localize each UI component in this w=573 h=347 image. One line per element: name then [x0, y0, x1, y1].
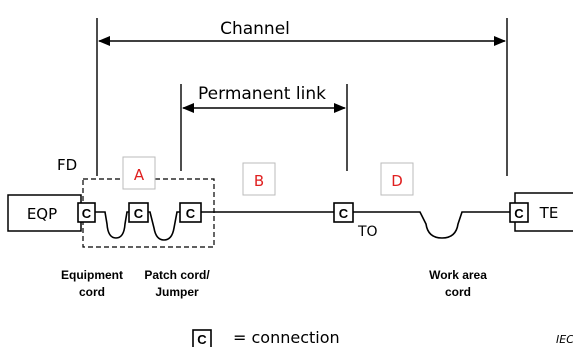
connector-eqp — [77, 202, 96, 223]
connector-te — [509, 202, 529, 223]
connector-to-label: C — [339, 206, 349, 221]
region-d-label: D — [391, 172, 403, 190]
work-area-cord-label-line1: Work area — [429, 268, 487, 282]
legend-text: = connection — [233, 328, 340, 347]
patch-cord-label-line2: Jumper — [155, 285, 199, 299]
eqp-box — [7, 194, 82, 232]
equipment-cord-label-line2: cord — [79, 285, 105, 299]
region-b-label: B — [254, 172, 264, 190]
patch-cord-label-line1: Patch cord/ — [144, 268, 210, 282]
region-a-box — [122, 156, 156, 190]
connector-patch-2-label: C — [186, 206, 196, 221]
connector-eqp-label: C — [82, 206, 92, 221]
iec-watermark: IEC — [556, 333, 573, 346]
work-area-cord-label-line2: cord — [445, 285, 471, 299]
connector-patch-2 — [179, 202, 202, 223]
legend-connector — [192, 329, 212, 347]
eqp-label: EQP — [27, 205, 57, 223]
connector-patch-1 — [128, 202, 149, 223]
te-label: TE — [539, 204, 559, 222]
fd-label: FD — [57, 156, 77, 174]
connector-te-label: C — [514, 206, 524, 221]
to-label: TO — [357, 224, 378, 240]
connector-to — [333, 202, 354, 223]
region-b-box — [242, 162, 276, 196]
connector-patch-1-label: C — [134, 206, 144, 221]
region-a-label: A — [134, 166, 145, 184]
cable-path — [95, 211, 510, 241]
channel-label: Channel — [220, 19, 290, 39]
legend-connector-label: C — [197, 332, 207, 347]
equipment-cord-label-line1: Equipment — [61, 268, 123, 282]
region-d-box — [380, 162, 414, 196]
permanent-link-label: Permanent link — [198, 84, 326, 104]
